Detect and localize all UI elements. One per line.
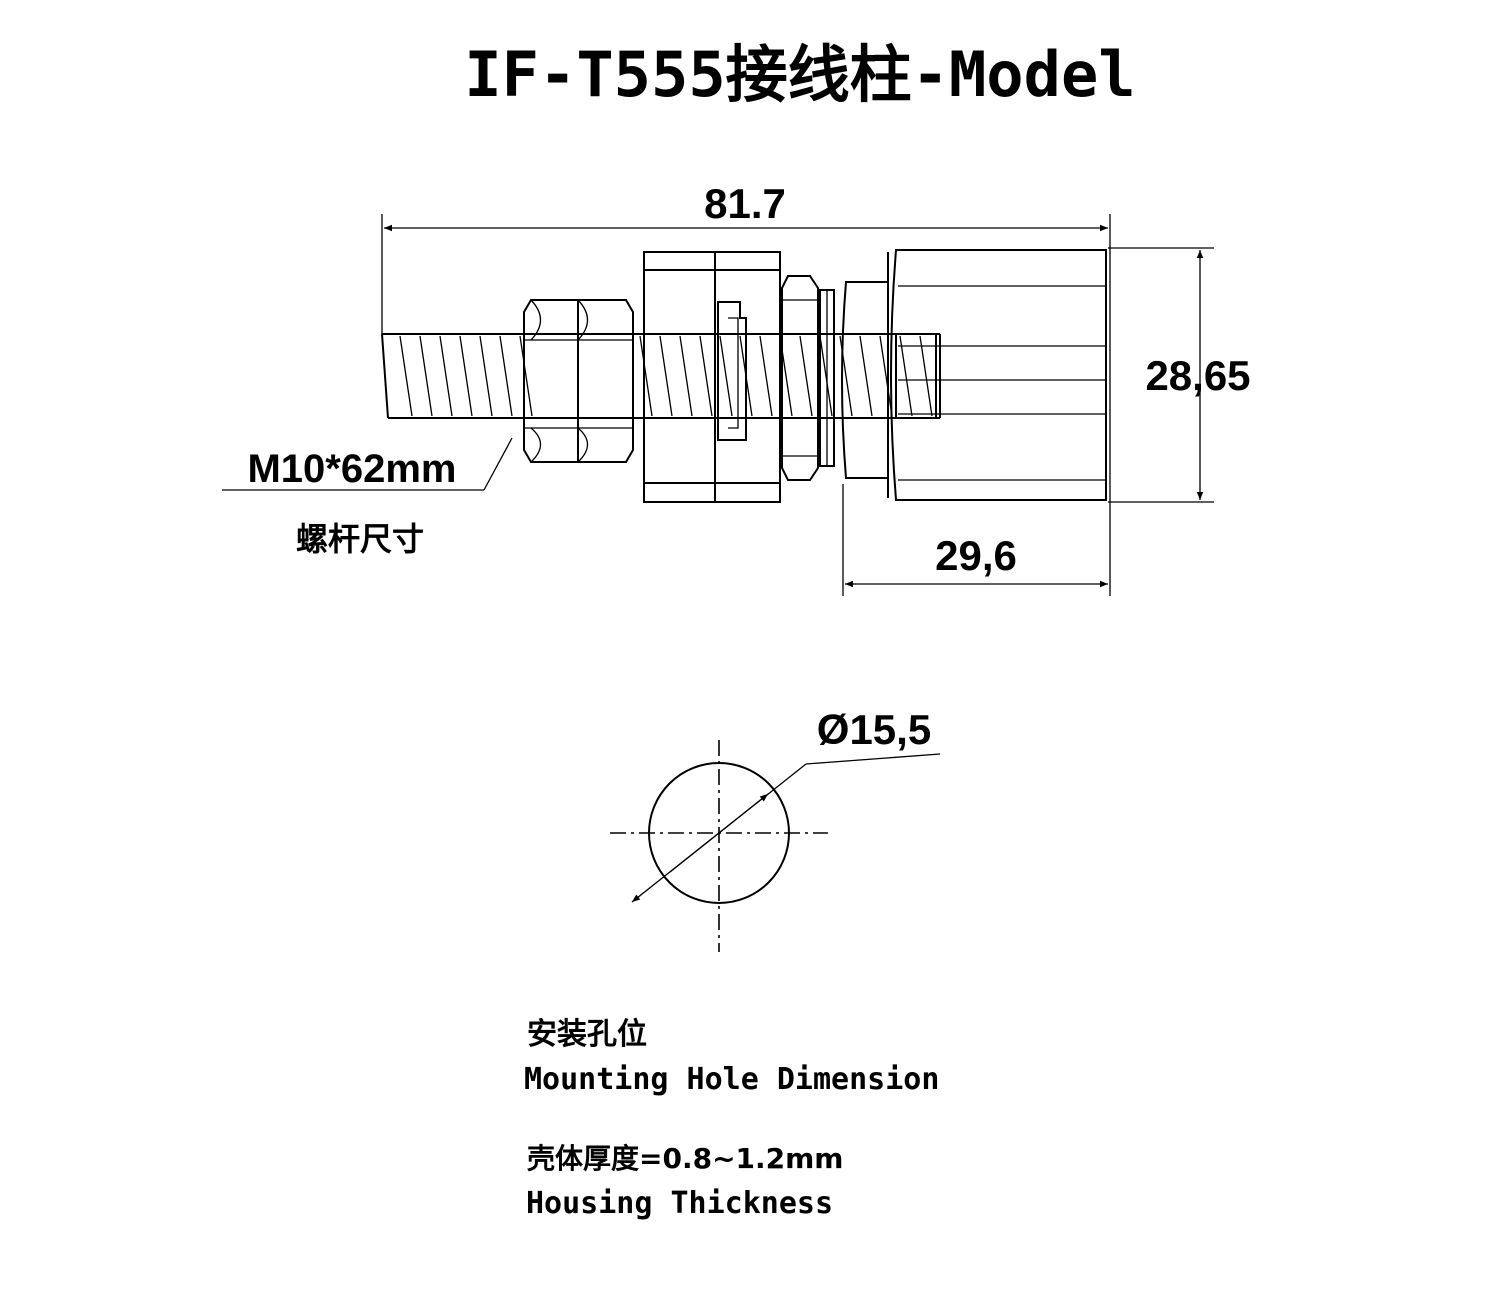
- thread-line: [879, 335, 893, 417]
- notes: 安装孔位 Mounting Hole Dimension 壳体厚度=0.8~1.…: [524, 1017, 939, 1221]
- thread-line: [759, 335, 773, 417]
- height-label: 28,65: [1145, 352, 1250, 399]
- knob-cap: [841, 249, 1107, 501]
- thread-line: [419, 335, 433, 417]
- thread-line: [459, 335, 473, 417]
- mounting-hole-cn: 安装孔位: [527, 1017, 647, 1052]
- thread-line: [479, 335, 493, 417]
- overall-length-dimension: 81.7: [381, 180, 1111, 500]
- cap-length-dimension: 29,6: [842, 484, 1111, 596]
- thread-line: [719, 335, 733, 417]
- bolt-size-callout: M10*62mm 螺杆尺寸: [222, 437, 513, 558]
- thread-line: [659, 335, 673, 417]
- thread-line: [519, 335, 533, 417]
- bolt-size-label: M10*62mm: [247, 447, 456, 491]
- thread-line: [819, 335, 833, 417]
- threaded-bolt: [381, 333, 941, 419]
- thread-line: [699, 335, 713, 417]
- thread-line: [399, 335, 413, 417]
- cap-length-label: 29,6: [935, 532, 1017, 579]
- mounting-hole-en: Mounting Hole Dimension: [524, 1062, 939, 1097]
- hex-nut: [523, 299, 634, 463]
- binding-post-side-view: [381, 249, 1107, 503]
- thread-line: [499, 335, 513, 417]
- mounting-hole-view: Ø15,5: [610, 706, 941, 952]
- insulator-washer: [643, 251, 781, 503]
- housing-thickness-en: Housing Thickness: [526, 1186, 833, 1221]
- hole-diameter-label: Ø15,5: [817, 706, 931, 753]
- overall-length-label: 81.7: [704, 180, 786, 227]
- thread-line: [799, 335, 813, 417]
- bolt-size-cn-label: 螺杆尺寸: [296, 520, 424, 558]
- drawing-title: IF-T555接线柱-Model: [464, 38, 1135, 111]
- thread-line: [899, 335, 913, 417]
- thread-line: [919, 335, 933, 417]
- flange-nut: [781, 275, 835, 481]
- housing-thickness-cn: 壳体厚度=0.8~1.2mm: [527, 1142, 843, 1175]
- thread-line: [639, 335, 653, 417]
- thread-line: [439, 335, 453, 417]
- thread-line: [859, 335, 873, 417]
- height-dimension: 28,65: [1108, 247, 1251, 503]
- thread-line: [679, 335, 693, 417]
